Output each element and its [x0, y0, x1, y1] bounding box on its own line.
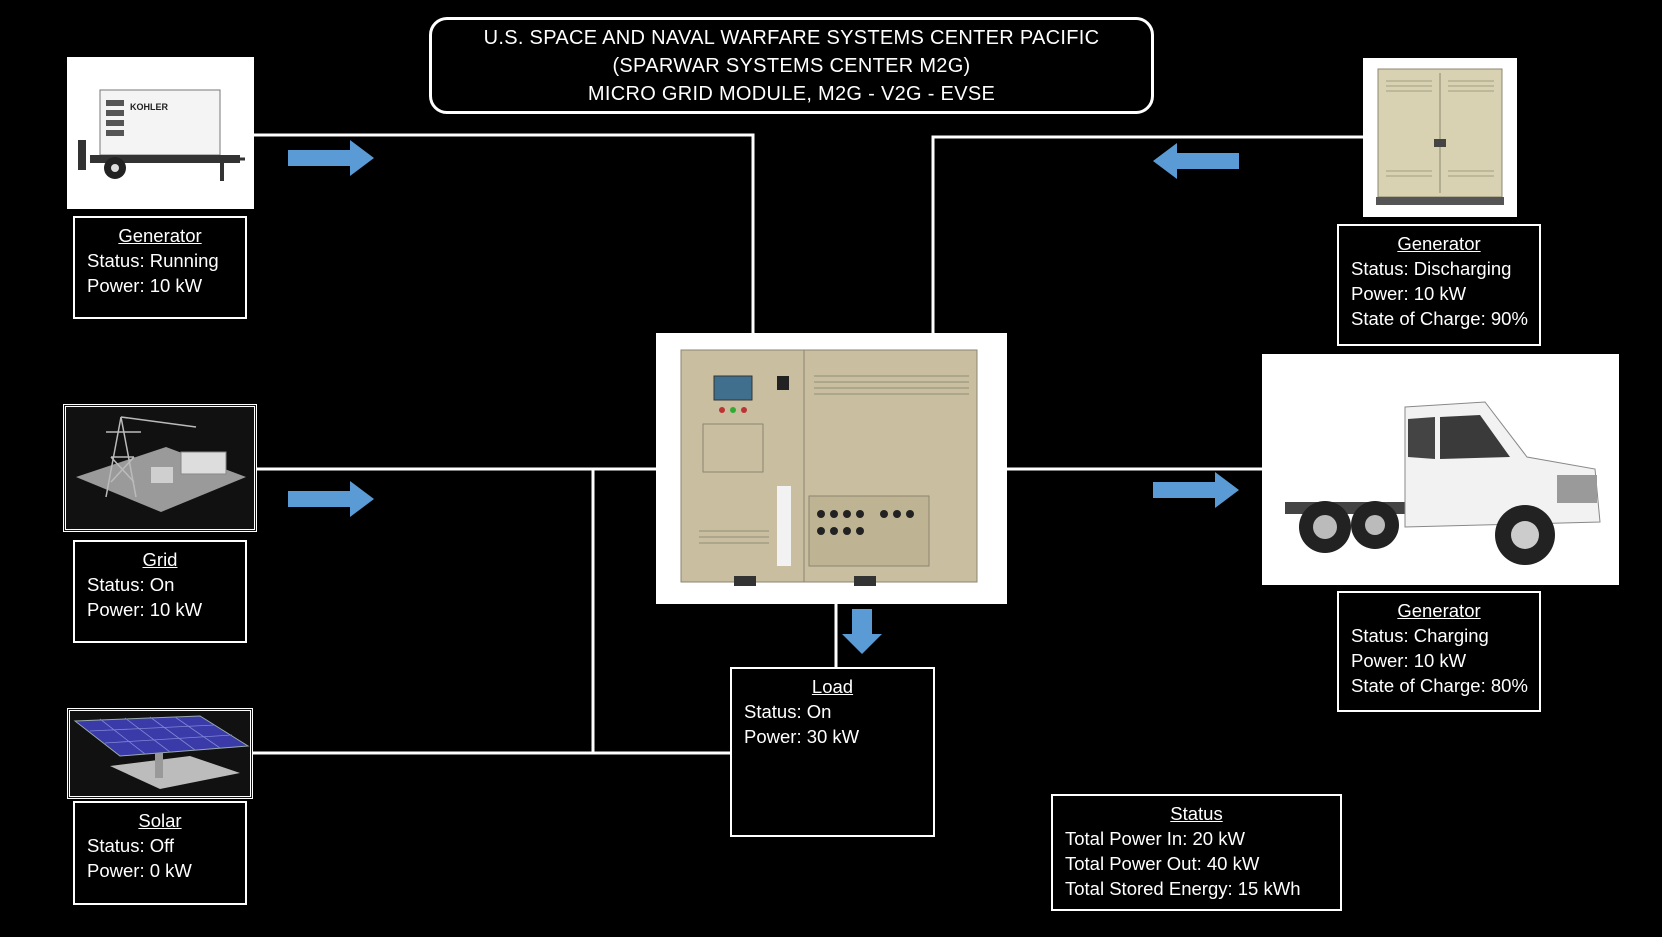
vehicle-heading: Generator	[1397, 600, 1481, 621]
total-power-out: Total Power Out: 40 kW	[1065, 853, 1260, 874]
storage-heading: Generator	[1397, 233, 1481, 254]
grid-info-box: Grid Status: On Power: 10 kW	[73, 540, 247, 643]
arrow-down-icon	[842, 609, 882, 654]
grid-power: Power: 10 kW	[87, 599, 203, 620]
solar-heading: Solar	[138, 810, 182, 831]
vehicle-state-of-charge: State of Charge: 80%	[1351, 675, 1528, 696]
generator-info-box: Generator Status: Running Power: 10 kW	[73, 216, 247, 319]
vehicle-info-box: Generator Status: Charging Power: 10 kW …	[1337, 591, 1541, 712]
micro-grid-module-image	[656, 333, 1007, 604]
wire-storage	[931, 135, 1365, 335]
title-box: U.S. SPACE AND NAVAL WARFARE SYSTEMS CEN…	[429, 17, 1154, 114]
load-heading: Load	[811, 676, 854, 697]
solar-info-box: Solar Status: Off Power: 0 kW	[73, 801, 247, 905]
arrow-left-icon	[1153, 143, 1239, 179]
storage-status: Status: Discharging	[1351, 258, 1512, 279]
arrow-right-icon	[288, 140, 374, 176]
load-status: Status: On	[744, 701, 832, 722]
load-power: Power: 30 kW	[744, 726, 860, 747]
title-line-3: MICRO GRID MODULE, M2G - V2G - EVSE	[587, 82, 996, 105]
grid-heading: Grid	[142, 549, 178, 570]
storage-info-box: Generator Status: Discharging Power: 10 …	[1337, 224, 1541, 346]
generator-status: Status: Running	[87, 250, 219, 271]
generator-heading: Generator	[118, 225, 202, 246]
generator-power: Power: 10 kW	[87, 275, 203, 296]
vehicle-status: Status: Charging	[1351, 625, 1489, 646]
solar-power: Power: 0 kW	[87, 860, 192, 881]
grid-image	[63, 404, 257, 532]
storage-state-of-charge: State of Charge: 90%	[1351, 308, 1528, 329]
title-line-2: (SPARWAR SYSTEMS CENTER M2G)	[612, 54, 971, 77]
grid-status: Status: On	[87, 574, 175, 595]
kohler-logo: KOHLER	[130, 102, 169, 112]
storage-image	[1363, 58, 1517, 217]
title-line-1: U.S. SPACE AND NAVAL WARFARE SYSTEMS CEN…	[483, 26, 1100, 49]
generator-image: KOHLER	[67, 57, 254, 209]
wire-generator	[253, 133, 755, 335]
arrow-right-icon	[1153, 472, 1239, 508]
storage-power: Power: 10 kW	[1351, 283, 1467, 304]
load-info-box: Load Status: On Power: 30 kW	[730, 667, 935, 837]
total-power-in: Total Power In: 20 kW	[1065, 828, 1245, 849]
solar-status: Status: Off	[87, 835, 175, 856]
vehicle-image	[1262, 354, 1619, 585]
total-stored-energy: Total Stored Energy: 15 kWh	[1065, 878, 1301, 899]
arrow-right-icon	[288, 481, 374, 517]
solar-image	[67, 708, 253, 799]
summary-status-box: Status Total Power In: 20 kW Total Power…	[1051, 794, 1342, 911]
summary-heading: Status	[1170, 803, 1223, 824]
vehicle-power: Power: 10 kW	[1351, 650, 1467, 671]
